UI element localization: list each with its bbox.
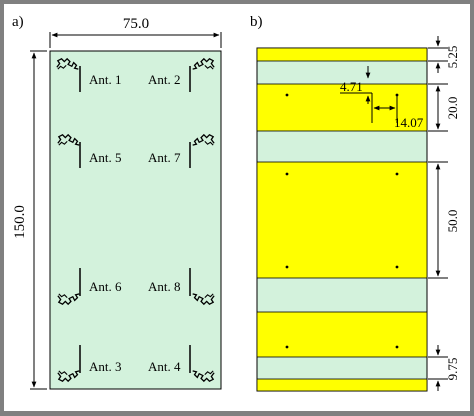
- via-dot-icon: [285, 265, 289, 269]
- antenna-ant-8: Ant. 8: [148, 268, 215, 305]
- antenna-ant-2: Ant. 2: [148, 58, 215, 92]
- metal-strip-2: [256, 83, 428, 132]
- via-dot-icon: [285, 172, 289, 176]
- figure-canvas: a) 75.0 150.0: [4, 4, 470, 411]
- via-horizontal-offset-label: 14.07: [394, 115, 424, 130]
- antenna-ant-5: Ant. 5: [57, 134, 122, 168]
- via-dot-icon: [285, 93, 289, 97]
- right-dimensions: [428, 36, 448, 391]
- antenna-ant-6: Ant. 6: [57, 268, 122, 305]
- metal-strip-3: [256, 161, 428, 279]
- antenna-label-5: Ant. 5: [89, 150, 122, 165]
- antenna-ant-1: Ant. 1: [56, 58, 122, 92]
- figure-svg: a) 75.0 150.0: [12, 14, 460, 392]
- via-vertical-offset-label: 4.71: [340, 79, 363, 94]
- metal-strip-5: [256, 378, 428, 392]
- dim-5-25-label: 5.25: [445, 46, 460, 69]
- panel-b-label: b): [250, 14, 263, 30]
- panel-a-label: a): [12, 14, 24, 30]
- antenna-label-6: Ant. 6: [89, 279, 122, 294]
- metal-strip-4: [256, 311, 428, 358]
- width-dimension-label: 75.0: [123, 16, 149, 32]
- width-dimension: 75.0: [49, 16, 222, 48]
- antenna-ant-4: Ant. 4: [148, 345, 215, 382]
- antenna-label-8: Ant. 8: [148, 279, 181, 294]
- via-offset-dimension: 4.71 14.07: [340, 66, 424, 130]
- via-dot-icon: [395, 345, 399, 349]
- via-dot-icon: [395, 172, 399, 176]
- antenna-ant-7: Ant. 7: [148, 134, 215, 168]
- dim-20-0-label: 20.0: [445, 97, 460, 120]
- panel-b: b): [250, 14, 460, 392]
- antenna-label-7: Ant. 7: [148, 150, 181, 165]
- antenna-label-4: Ant. 4: [148, 359, 181, 374]
- antenna-label-3: Ant. 3: [89, 359, 122, 374]
- antenna-ant-3: Ant. 3: [57, 345, 122, 382]
- antenna-label-1: Ant. 1: [89, 72, 122, 87]
- dim-9-75-label: 9.75: [445, 358, 460, 381]
- antenna-label-2: Ant. 2: [148, 72, 181, 87]
- via-dot-icon: [395, 265, 399, 269]
- pcb-board-a: [49, 50, 222, 390]
- height-dimension: 150.0: [12, 50, 47, 390]
- via-dot-icon: [285, 345, 289, 349]
- dim-50-0-label: 50.0: [445, 210, 460, 233]
- panel-a: a) 75.0 150.0: [12, 14, 222, 390]
- height-dimension-label: 150.0: [12, 205, 28, 239]
- metal-strip-1: [256, 47, 428, 62]
